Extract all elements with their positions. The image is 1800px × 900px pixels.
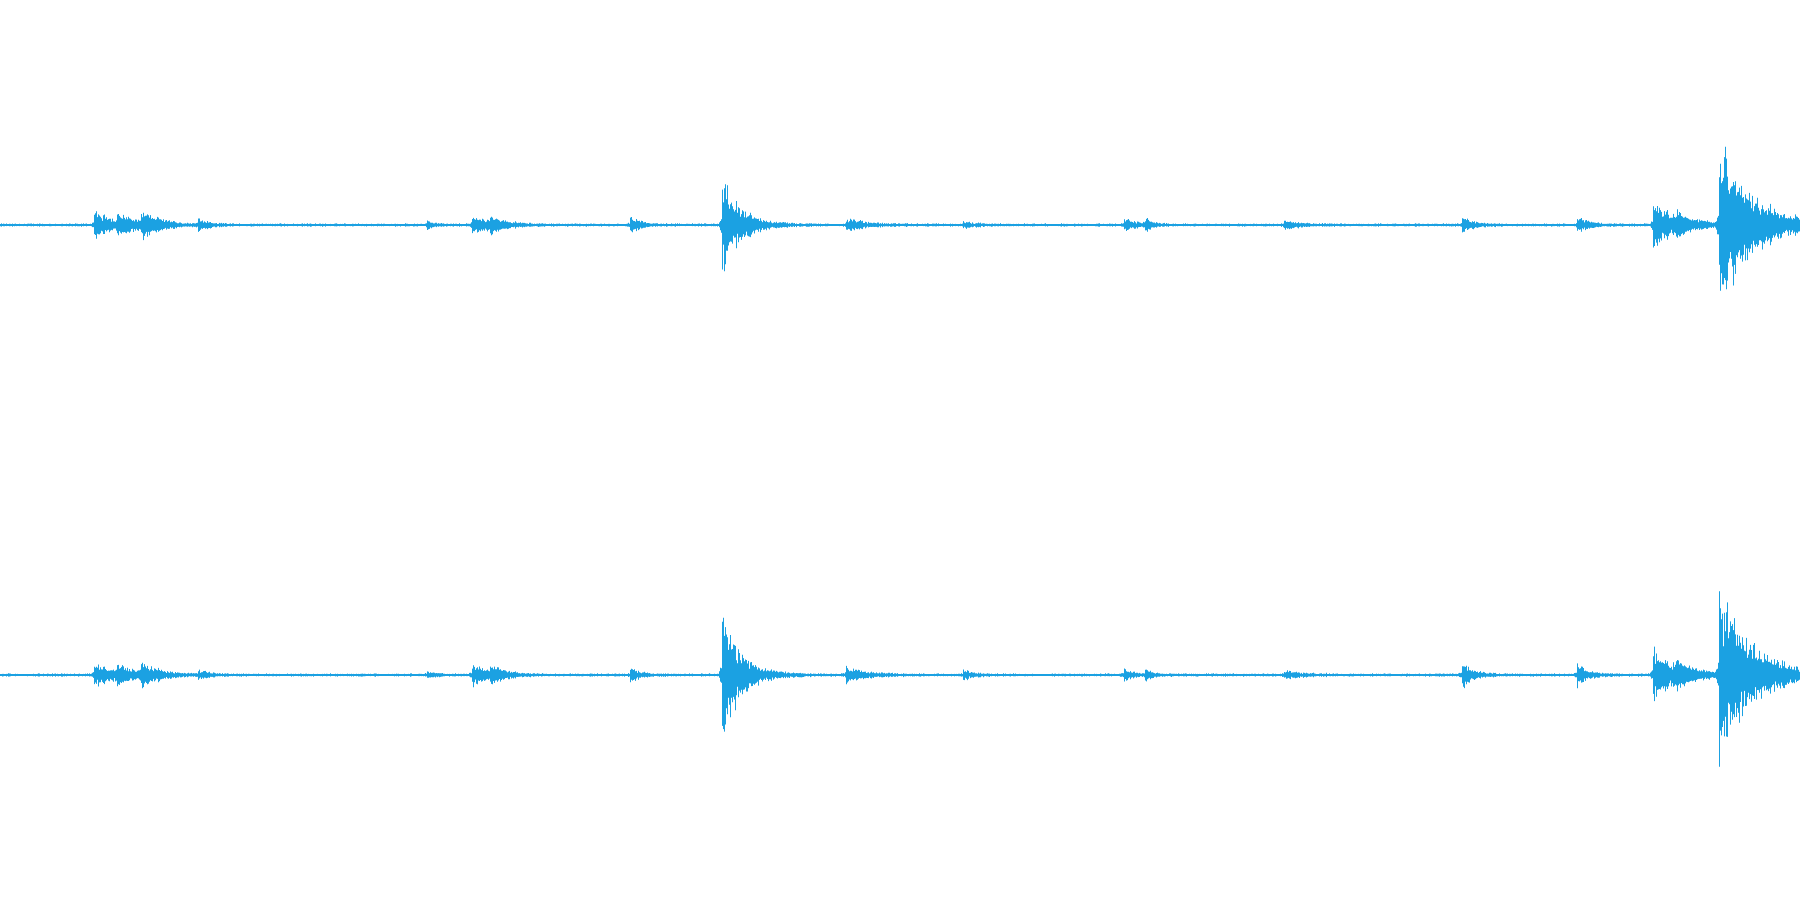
waveform-left-svg: [0, 146, 1800, 291]
waveform-right-svg: [0, 591, 1800, 767]
waveform-channel-left: [0, 146, 1800, 291]
waveform-left-path: [0, 146, 1800, 291]
waveform-channel-right: [0, 450, 1800, 900]
waveform-right-path: [0, 591, 1800, 767]
